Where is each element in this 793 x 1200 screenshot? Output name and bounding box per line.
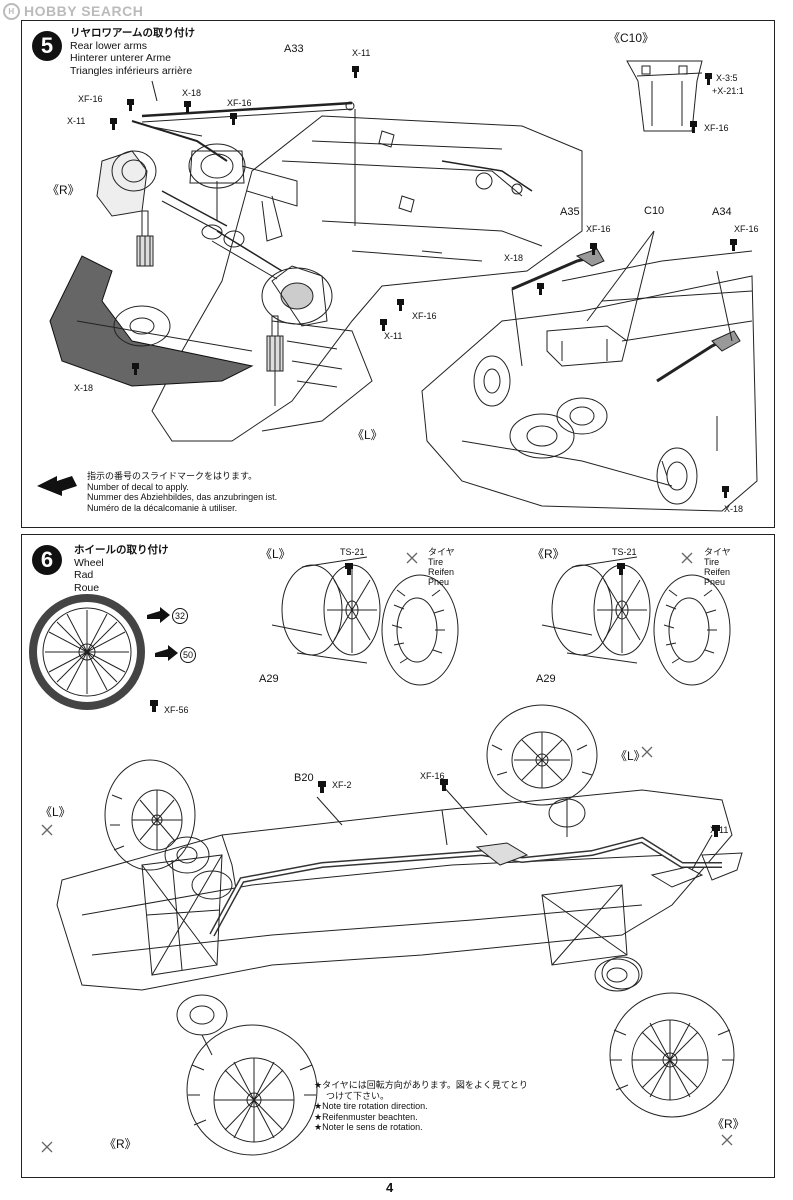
step-6-panel: 6 ホイールの取り付け Wheel Rad Roue 32 50 XF-56 《… [21, 534, 775, 1178]
tire-label-r: タイヤ Tire Reifen Pneu [704, 547, 731, 587]
part-label-a29-l: A29 [259, 673, 279, 685]
part-label-x11-top: X-11 [352, 48, 371, 58]
tire-note-jp-2: つけて下さい。 [326, 1090, 390, 1101]
part-label-xf16-a: XF-16 [78, 94, 103, 104]
part-label-x11-left: X-11 [67, 116, 86, 126]
part-label-c10: C10 [644, 205, 665, 217]
part-label-x11-c: X-11 [384, 331, 403, 341]
paint-label-ts21-r: TS-21 [612, 547, 637, 557]
side-label-l-mid: 《L》 [615, 749, 646, 763]
part-label-xf16-b: XF-16 [227, 98, 252, 108]
part-label-x18-bl: X-18 [74, 383, 94, 393]
step-6-illustration [29, 552, 743, 1156]
decal-note: 指示の番号のスライドマークをはります。 Number of decal to a… [87, 471, 277, 513]
tire-rotation-note: ★タイヤには回転方向があります。図をよく見てとり つけて下さい。 ★Note t… [314, 1080, 528, 1133]
tire-label-de-l: Reifen [428, 567, 455, 577]
tire-label-fr-l: Pneu [428, 577, 450, 587]
part-label-x18-c: X-18 [504, 253, 524, 263]
tire-label-en-l: Tire [428, 557, 444, 567]
step-5-title-jp: リヤロワアームの取り付け [70, 27, 196, 39]
decal-note-en: Number of decal to apply. [87, 481, 189, 492]
tire-note-jp-1: ★タイヤには回転方向があります。図をよく見てとり [314, 1080, 528, 1090]
side-label-r-bottom-left: 《R》 [104, 1137, 137, 1151]
watermark-logo: H HOBBY SEARCH [3, 2, 144, 20]
step-6-title-de: Rad [74, 569, 94, 581]
side-label-l: 《L》 [352, 428, 383, 442]
part-label-x18-d: X-18 [724, 504, 744, 514]
decal-note-fr: Numéro de la décalcomanie à utiliser. [87, 502, 238, 513]
part-label-a35: A35 [560, 206, 580, 218]
side-label-r-wheel: 《R》 [532, 547, 565, 561]
tire-label-de-r: Reifen [704, 567, 731, 577]
paint-label-ts21-l: TS-21 [340, 547, 365, 557]
step-5-title-fr: Triangles inférieurs arrière [70, 64, 193, 77]
tire-label-jp-r: タイヤ [704, 547, 731, 557]
side-label-l-left: 《L》 [40, 805, 71, 819]
paint-label-xf56: XF-56 [164, 705, 189, 715]
paint-label-xf2: XF-2 [332, 780, 352, 790]
tire-label-en-r: Tire [704, 557, 720, 567]
tire-label-l: タイヤ Tire Reifen Pneu [428, 547, 455, 587]
part-label-xf16-c: XF-16 [412, 311, 437, 321]
part-label-xf16-f: XF-16 [734, 224, 759, 234]
step-6-title-fr: Roue [74, 581, 100, 594]
side-label-l-wheel: 《L》 [260, 547, 291, 561]
step-5-number: 5 [32, 31, 62, 61]
step-6-title-jp: ホイールの取り付け [74, 544, 169, 556]
side-label-r-bottom-right: 《R》 [712, 1117, 745, 1131]
paint-label-xf16: XF-16 [420, 771, 445, 781]
tire-note-fr: ★Noter le sens de rotation. [314, 1122, 423, 1132]
part-label-b20: B20 [294, 772, 314, 784]
part-label-x11: X-11 [710, 825, 729, 835]
tire-label-fr-r: Pneu [704, 577, 726, 587]
side-label-r: 《R》 [47, 183, 80, 197]
step-5-title-de: Hinterer unterer Arme [70, 52, 171, 64]
decal-note-jp: 指示の番号のスライドマークをはります。 [87, 471, 258, 481]
step-5-title-en: Rear lower arms [70, 39, 148, 52]
tire-label-jp-l: タイヤ [428, 547, 455, 557]
watermark-text: HOBBY SEARCH [24, 3, 144, 19]
part-label-xf16-d: XF-16 [704, 123, 729, 133]
decal-note-de: Nummer des Abziehbildes, das anzubringen… [87, 492, 278, 502]
logo-mark-icon: H [3, 2, 20, 20]
page-number: 4 [386, 1180, 394, 1195]
step-5-panel: 5 リヤロワアームの取り付け Rear lower arms Hinterer … [21, 20, 775, 528]
part-label-a34: A34 [712, 206, 732, 218]
paint-mix-x35: X-3:5 [716, 73, 738, 83]
part-label-a29-r: A29 [536, 673, 556, 685]
part-label-a33: A33 [284, 43, 304, 55]
part-label-xf16-e: XF-16 [586, 224, 611, 234]
decal-number-50: 50 [180, 647, 196, 663]
step-6-title: ホイールの取り付け Wheel Rad Roue [74, 544, 169, 594]
tire-note-en: ★Note tire rotation direction. [314, 1101, 428, 1111]
tire-note-de: ★Reifenmuster beachten. [314, 1111, 418, 1122]
step-6-number: 6 [32, 545, 62, 575]
part-label-c10-box: 《C10》 [608, 31, 655, 45]
step-5-illustration [37, 60, 758, 512]
step-6-title-en: Wheel [74, 556, 104, 569]
part-label-x18-a: X-18 [182, 88, 202, 98]
step-5-title: リヤロワアームの取り付け Rear lower arms Hinterer un… [70, 27, 195, 77]
paint-mix-x21: +X-21:1 [712, 86, 744, 96]
decal-number-32: 32 [172, 608, 188, 624]
